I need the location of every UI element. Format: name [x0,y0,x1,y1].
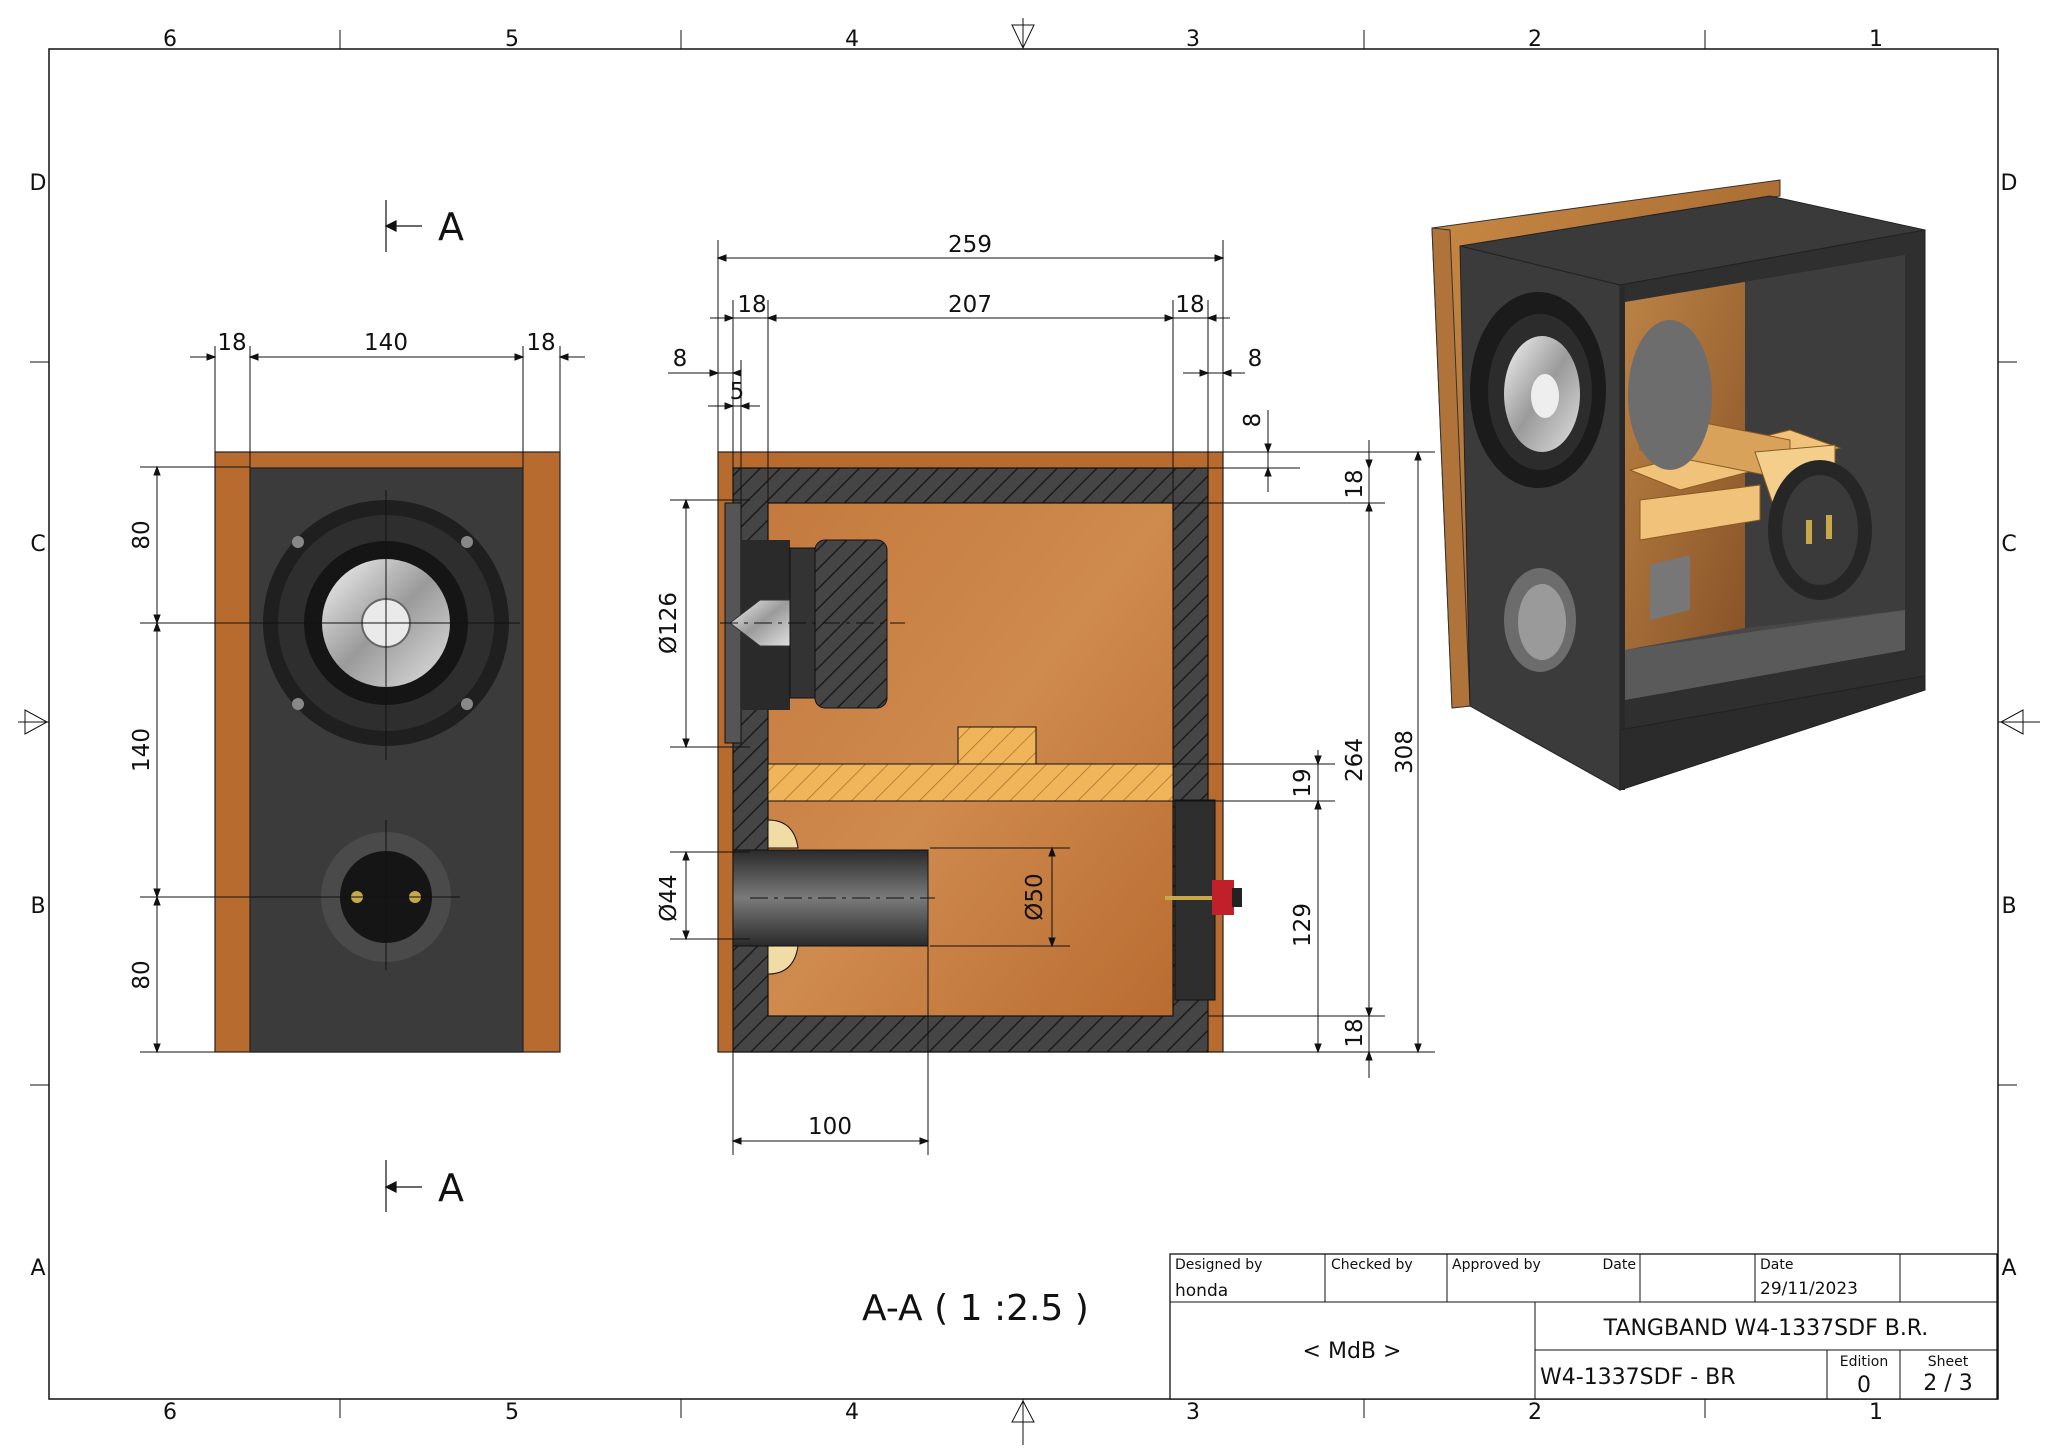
dim-section-front-overhang: 8 [673,346,688,372]
row-label-c-right: C [2001,532,2016,557]
row-label-b: B [30,894,45,919]
dim-port-length: 100 [808,1114,852,1140]
drawing-number: W4-1337SDF - BR [1540,1365,1736,1390]
column-label-4: 4 [845,27,859,52]
edition-value: 0 [1857,1373,1871,1398]
row-label-c: C [30,532,45,557]
dim-front-bottom: 80 [129,960,155,989]
column-label-5-bottom: 5 [505,1400,519,1425]
driver-isometric [1470,292,1606,488]
column-label-5: 5 [505,27,519,52]
section-view: 259 18 207 18 8 5 8 8 18 19 264 308 [656,232,1435,1155]
dim-section-top-overhang: 8 [1240,413,1266,428]
dim-front-top: 80 [129,520,155,549]
column-label-2-bottom: 2 [1528,1400,1542,1425]
company-name: < MdB > [1303,1339,1402,1364]
designed-by-label: Designed by [1175,1257,1262,1273]
dim-section-bottom-panel: 18 [1342,1018,1368,1047]
dim-front-left-panel: 18 [217,330,246,356]
approved-date-label: Date [1603,1257,1636,1273]
column-label-1: 1 [1869,27,1883,52]
checked-by-label: Checked by [1331,1257,1413,1273]
dim-front-middle: 140 [129,728,155,772]
row-label-a: A [30,1256,45,1281]
isometric-view [1431,179,1926,791]
sheet-frame: 6 5 4 3 2 1 6 5 4 3 2 1 D C B A D C B A [18,18,2040,1445]
dim-front-inner-width: 140 [364,330,408,356]
edition-label: Edition [1840,1354,1888,1370]
dim-section-front-panel: 18 [737,292,766,318]
terminal-section [1165,799,1242,1001]
section-marker-top: A [438,205,464,249]
dim-port-inner-diameter: Ø44 [656,874,682,921]
row-label-a-right: A [2001,1256,2016,1281]
date-label: Date [1760,1257,1793,1273]
drawing-title: TANGBAND W4-1337SDF B.R. [1603,1316,1929,1341]
column-label-4-bottom: 4 [845,1400,859,1425]
dim-section-overall-height: 308 [1392,730,1418,774]
dim-port-outer-diameter: Ø50 [1022,873,1048,920]
sheet-label: Sheet [1928,1354,1969,1370]
dim-section-back-overhang: 8 [1248,346,1263,372]
dim-section-inner-depth: 207 [948,292,992,318]
designed-by-value: honda [1175,1281,1228,1301]
column-label-3-bottom: 3 [1186,1400,1200,1425]
column-label-3: 3 [1186,27,1200,52]
column-label-6-bottom: 6 [163,1400,177,1425]
title-block: Designed by honda Checked by Approved by… [1169,1253,1998,1400]
dim-section-brace: 19 [1290,768,1316,797]
row-label-b-right: B [2001,894,2016,919]
driver-section [720,502,905,744]
section-marker-bottom: A [438,1166,464,1210]
approved-by-label: Approved by [1452,1257,1541,1273]
dim-front-right-panel: 18 [526,330,555,356]
column-label-6: 6 [163,27,177,52]
column-label-2: 2 [1528,27,1542,52]
section-scale-caption: A-A ( 1 :2.5 ) [862,1288,1089,1329]
dim-driver-diameter: Ø126 [656,592,682,654]
row-label-d-right: D [2001,171,2018,196]
dim-section-baffle-recess: 5 [730,379,745,405]
dim-section-inner-height: 264 [1342,738,1368,782]
dim-section-back-panel: 18 [1175,292,1204,318]
row-label-d: D [30,171,47,196]
port-isometric [1504,568,1576,672]
column-label-1-bottom: 1 [1869,1400,1883,1425]
date-value: 29/11/2023 [1760,1279,1858,1299]
dim-section-terminal-height: 129 [1290,903,1316,947]
dim-section-overall-depth: 259 [948,232,992,258]
dim-section-top-panel: 18 [1342,469,1368,498]
front-view: 18 140 18 80 140 80 A A [129,200,585,1212]
sheet-value: 2 / 3 [1923,1371,1972,1396]
